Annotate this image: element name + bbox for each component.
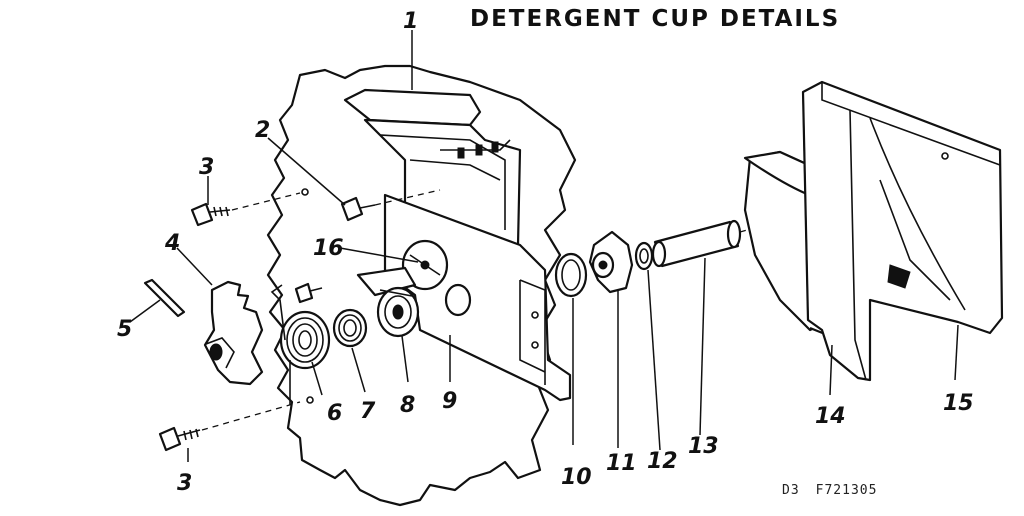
- callout-16: 16: [313, 236, 344, 261]
- callout-5: 5: [117, 317, 132, 342]
- pin-part-5: [143, 278, 186, 318]
- flange-nut-part-11: [588, 230, 634, 294]
- coil-spring-part-7: [332, 308, 368, 348]
- callout-8: 8: [400, 393, 415, 418]
- diagram-title: DETERGENT CUP DETAILS: [470, 6, 841, 32]
- torsion-spring-part-6: [270, 284, 331, 405]
- screw-part-3-lower: [158, 426, 201, 452]
- callout-3-upper: 3: [199, 155, 214, 180]
- reference-code-b: F721305: [815, 483, 878, 498]
- callout-4: 4: [164, 231, 180, 256]
- callout-7: 7: [360, 399, 376, 424]
- drawing-reference: D3 F721305: [782, 483, 893, 498]
- callout-12: 12: [647, 449, 678, 474]
- shaft-part-13: [651, 219, 742, 268]
- bushing-part-8: [376, 286, 420, 338]
- small-screw: [294, 282, 323, 304]
- pivot-disc: [401, 239, 449, 291]
- cup-housing-part-15: [801, 80, 1004, 382]
- callout-14: 14: [815, 404, 846, 429]
- callout-9: 9: [442, 389, 457, 414]
- latch-part-4: [203, 280, 264, 386]
- callout-2: 2: [255, 118, 270, 143]
- callout-3-lower: 3: [177, 471, 192, 496]
- o-ring-part-10: [554, 252, 588, 298]
- reference-code-a: D3: [782, 483, 800, 498]
- screw-part-3-upper: [190, 202, 231, 227]
- screw-part-2: [340, 196, 376, 222]
- callout-11: 11: [606, 451, 637, 476]
- callout-1: 1: [403, 9, 418, 34]
- plate-hole: [444, 283, 472, 317]
- callout-13: 13: [688, 434, 719, 459]
- callout-15: 15: [943, 391, 974, 416]
- callout-10: 10: [561, 465, 592, 490]
- washer-part-12: [634, 241, 654, 271]
- callout-6: 6: [327, 401, 342, 426]
